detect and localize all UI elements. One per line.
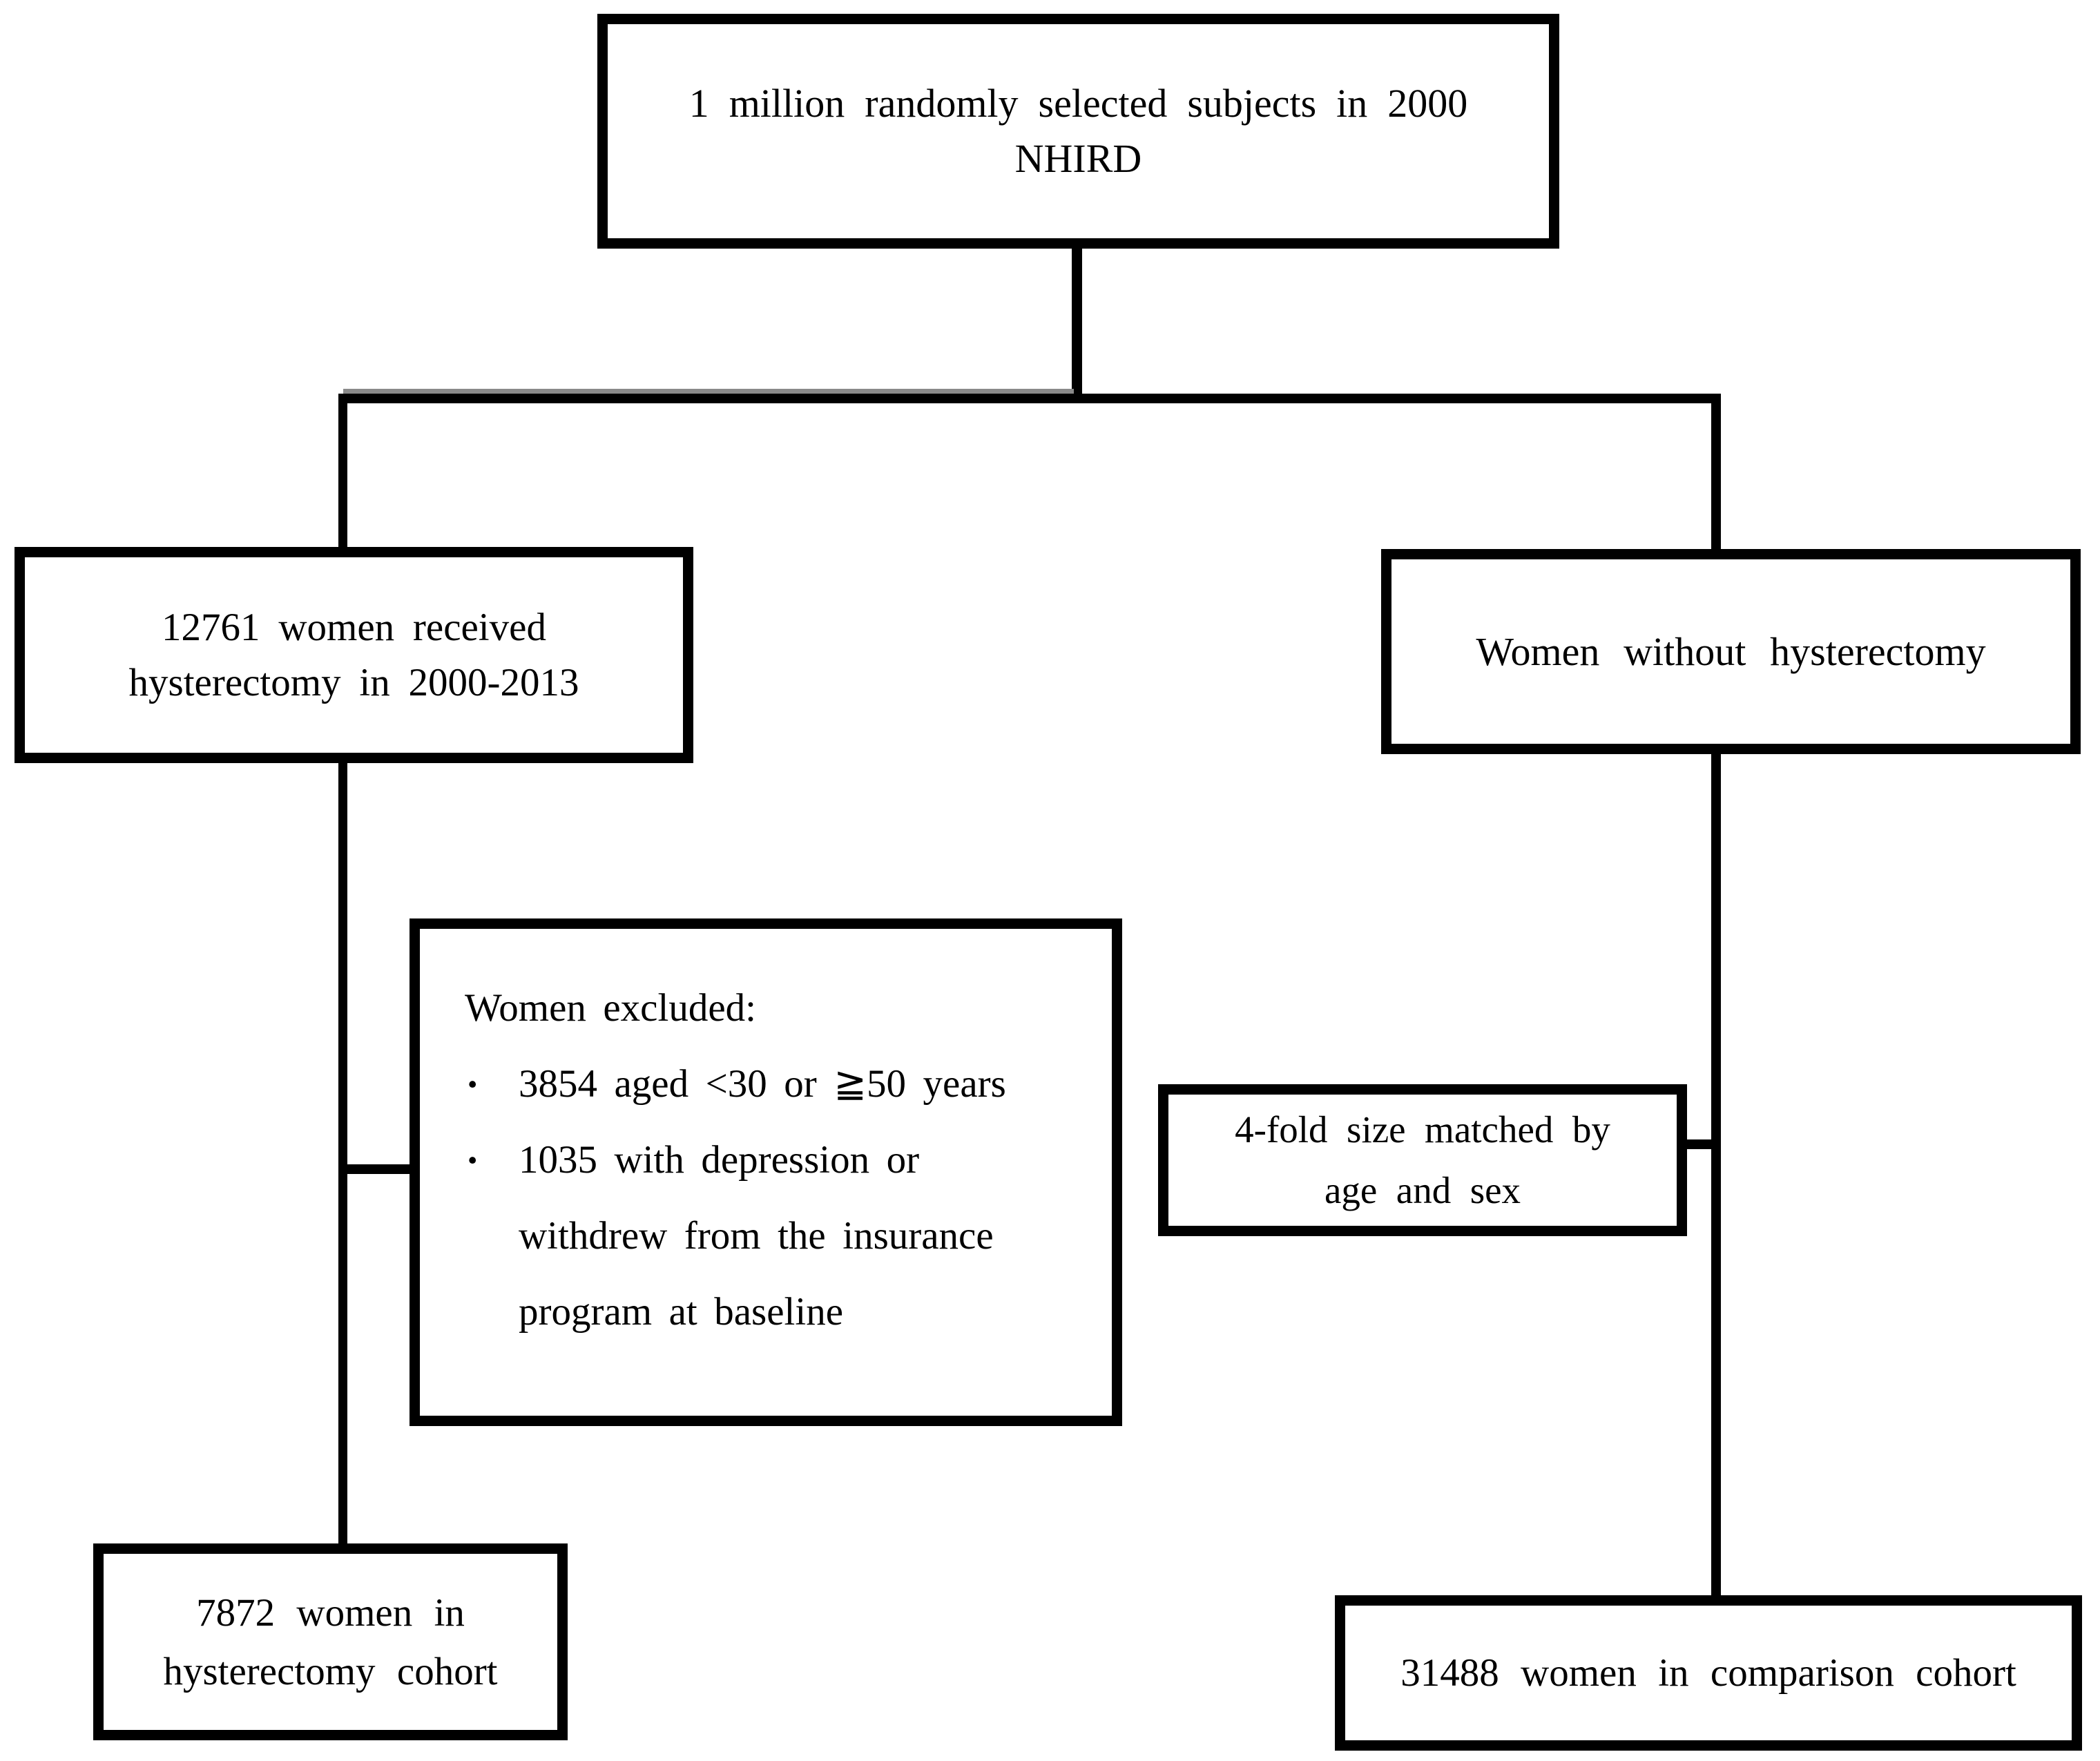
- excluded-bullet2-continuation: withdrew from the insurance: [519, 1214, 994, 1258]
- bullet-icon: •: [468, 1144, 478, 1176]
- node-without-hysterectomy: Women without hysterectomy: [1381, 549, 2081, 754]
- excluded-bullet-item: • 1035 with depression or: [465, 1122, 919, 1198]
- excluded-bullet-item: • 3854 aged <30 or ≧50 years: [465, 1046, 1006, 1122]
- connector-top-vertical: [1072, 245, 1082, 398]
- node-matching-line1: 4-fold size matched by: [1235, 1108, 1610, 1151]
- connector-excluded-stub: [343, 1164, 414, 1174]
- node-source-population: 1 million randomly selected subjects in …: [597, 14, 1559, 249]
- node-hysterectomy-cohort: 7872 women in hysterectomy cohort: [93, 1543, 568, 1740]
- node-source-line1: 1 million randomly selected subjects in …: [688, 81, 1468, 126]
- connector-left-drop: [338, 398, 347, 552]
- node-hysterectomy-line2: hysterectomy in 2000-2013: [128, 660, 579, 704]
- excluded-heading: Women excluded:: [465, 986, 756, 1030]
- node-hysterectomy-received: 12761 women received hysterectomy in 200…: [15, 547, 693, 763]
- node-hysterectomy-line1: 12761 women received: [162, 605, 546, 649]
- connector-right-long-vertical: [1711, 751, 1721, 1599]
- excluded-bullet2-text: 1035 with depression or: [519, 1138, 920, 1182]
- excluded-bullet1-text: 3854 aged <30 or ≧50 years: [519, 1062, 1006, 1106]
- connector-right-drop: [1711, 398, 1721, 554]
- node-matching-rule: 4-fold size matched by age and sex: [1158, 1084, 1687, 1236]
- connector-matched-stub: [1684, 1139, 1721, 1149]
- node-without-hysterectomy-line1: Women without hysterectomy: [1476, 628, 1986, 674]
- connector-branch-horizontal: [338, 394, 1721, 403]
- connector-left-long-vertical: [338, 758, 347, 1547]
- node-source-line2: NHIRD: [1014, 136, 1142, 181]
- excluded-bullet2-continuation: program at baseline: [519, 1290, 844, 1334]
- node-comparison-cohort-line1: 31488 women in comparison cohort: [1400, 1651, 2016, 1695]
- branch-line-shadow: [343, 389, 1074, 394]
- bullet-icon: •: [468, 1068, 478, 1100]
- node-matching-line2: age and sex: [1324, 1169, 1521, 1211]
- node-hysterectomy-cohort-line2: hysterectomy cohort: [163, 1649, 498, 1693]
- node-hysterectomy-cohort-line1: 7872 women in: [196, 1590, 465, 1635]
- node-women-excluded: Women excluded: • 3854 aged <30 or ≧50 y…: [410, 918, 1122, 1426]
- node-comparison-cohort: 31488 women in comparison cohort: [1335, 1595, 2082, 1751]
